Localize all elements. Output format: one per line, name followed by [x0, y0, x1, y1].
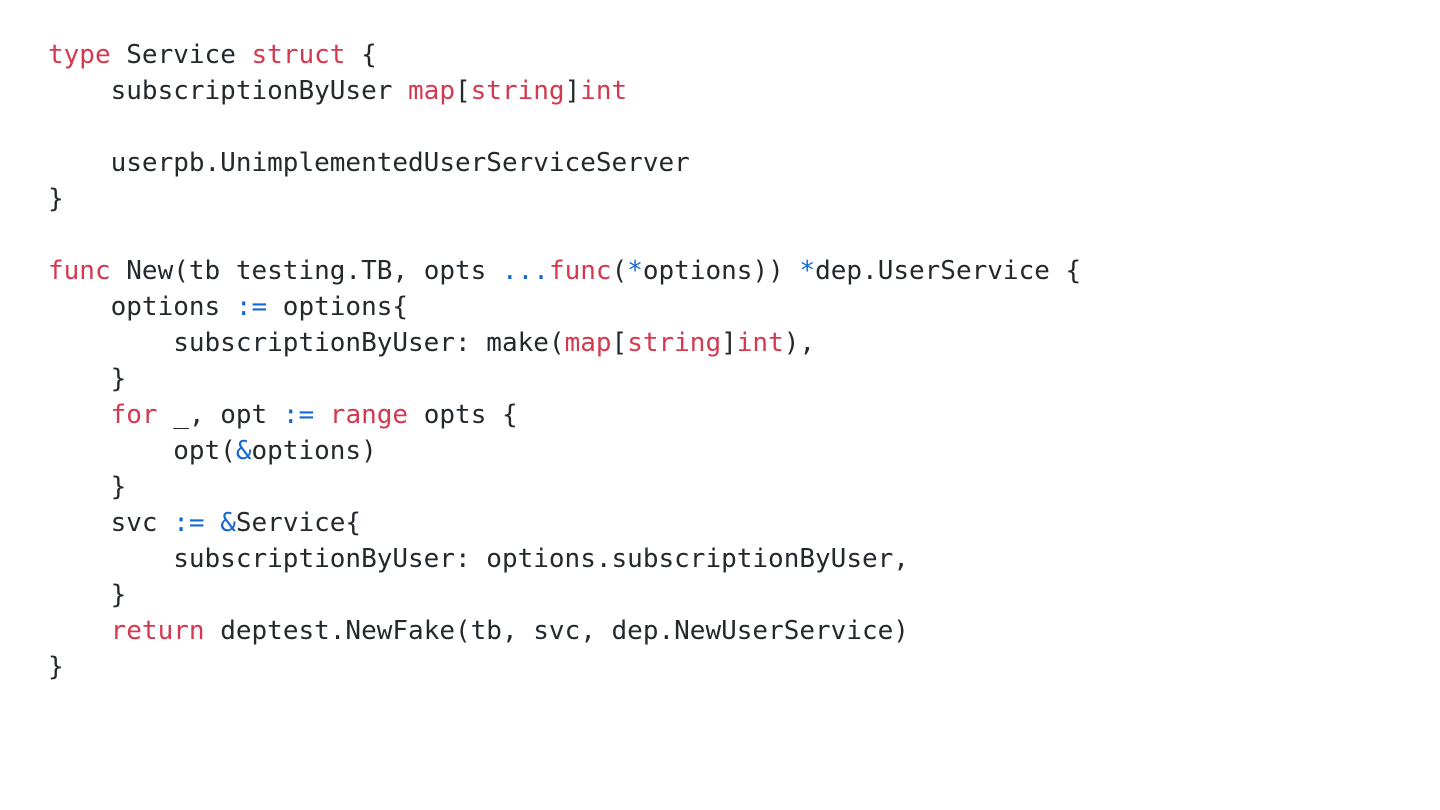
code-token-plain: options)) [642, 256, 800, 286]
code-line: options := options{ [48, 289, 1081, 325]
code-token-plain: deptest.NewFake(tb, svc, dep.NewUserServ… [204, 616, 909, 646]
code-line: opt(&options) [48, 433, 1081, 469]
code-token-plain: _, opt [157, 400, 283, 430]
code-line: } [48, 469, 1081, 505]
code-token-plain [48, 400, 111, 430]
code-token-plain: } [48, 184, 64, 214]
code-token-keyword: int [736, 328, 784, 358]
code-line [48, 109, 1081, 145]
code-token-operator: := [173, 508, 205, 538]
code-token-keyword: string [470, 76, 565, 106]
code-token-keyword: func [48, 256, 111, 286]
code-token-plain: } [48, 364, 127, 394]
code-token-keyword: range [329, 400, 409, 430]
code-token-keyword: string [627, 328, 722, 358]
code-token-plain: options [48, 292, 236, 322]
code-token-plain: } [48, 472, 127, 502]
code-token-plain: opt( [48, 436, 236, 466]
code-line: type Service struct { [48, 37, 1081, 73]
code-token-operator: * [799, 256, 816, 286]
code-token-plain [314, 400, 330, 430]
code-line: return deptest.NewFake(tb, svc, dep.NewU… [48, 613, 1081, 649]
code-token-plain: [ [611, 328, 628, 358]
code-line: } [48, 361, 1081, 397]
code-token-plain: Service [110, 40, 252, 70]
code-token-operator: & [220, 508, 236, 538]
code-line: userpb.UnimplementedUserServiceServer [48, 145, 1081, 181]
code-token-keyword: struct [251, 40, 346, 70]
code-line: } [48, 181, 1081, 217]
code-token-plain: { [345, 40, 377, 70]
code-token-plain: svc [48, 508, 174, 538]
code-token-keyword: for [110, 400, 158, 430]
code-token-plain: userpb.UnimplementedUserServiceServer [48, 148, 690, 178]
code-token-plain: ), [783, 328, 816, 358]
code-token-plain: opts { [408, 400, 518, 430]
code-line: for _, opt := range opts { [48, 397, 1081, 433]
code-token-operator: * [627, 256, 643, 286]
code-token-plain: ] [564, 76, 581, 106]
code-token-plain: [ [455, 76, 471, 106]
code-token-plain [205, 508, 221, 538]
code-token-keyword: int [580, 76, 628, 106]
code-line: } [48, 577, 1081, 613]
code-token-keyword: return [110, 616, 205, 646]
code-token-plain: ( [611, 256, 628, 286]
code-token-plain: options{ [267, 292, 409, 322]
code-token-plain: Service{ [235, 508, 362, 538]
code-line: subscriptionByUser: make(map[string]int)… [48, 325, 1081, 361]
code-line: subscriptionByUser map[string]int [48, 73, 1081, 109]
code-token-plain: ] [721, 328, 737, 358]
code-token-operator: := [235, 292, 268, 322]
code-token-keyword: func [548, 256, 612, 286]
code-token-keyword: type [48, 40, 111, 70]
code-token-operator: := [282, 400, 315, 430]
code-token-operator: & [235, 436, 252, 466]
code-token-operator: ... [501, 256, 549, 286]
code-token-plain: New(tb testing.TB, opts [110, 256, 502, 286]
code-token-plain: dep.UserService { [815, 256, 1082, 286]
code-token-plain: } [48, 580, 127, 610]
code-block: type Service struct { subscriptionByUser… [48, 37, 1081, 685]
code-line: func New(tb testing.TB, opts ...func(*op… [48, 253, 1081, 289]
code-token-plain: subscriptionByUser [48, 76, 409, 106]
code-token-plain [48, 616, 111, 646]
code-token-plain: subscriptionByUser: make( [48, 328, 565, 358]
code-line [48, 217, 1081, 253]
code-line: subscriptionByUser: options.subscription… [48, 541, 1081, 577]
code-token-keyword: map [564, 328, 612, 358]
code-line: } [48, 649, 1081, 685]
code-token-plain: subscriptionByUser: options.subscription… [48, 544, 909, 574]
code-token-plain: } [48, 652, 64, 682]
code-line: svc := &Service{ [48, 505, 1081, 541]
code-token-keyword: map [408, 76, 455, 106]
code-token-plain: options) [251, 436, 377, 466]
